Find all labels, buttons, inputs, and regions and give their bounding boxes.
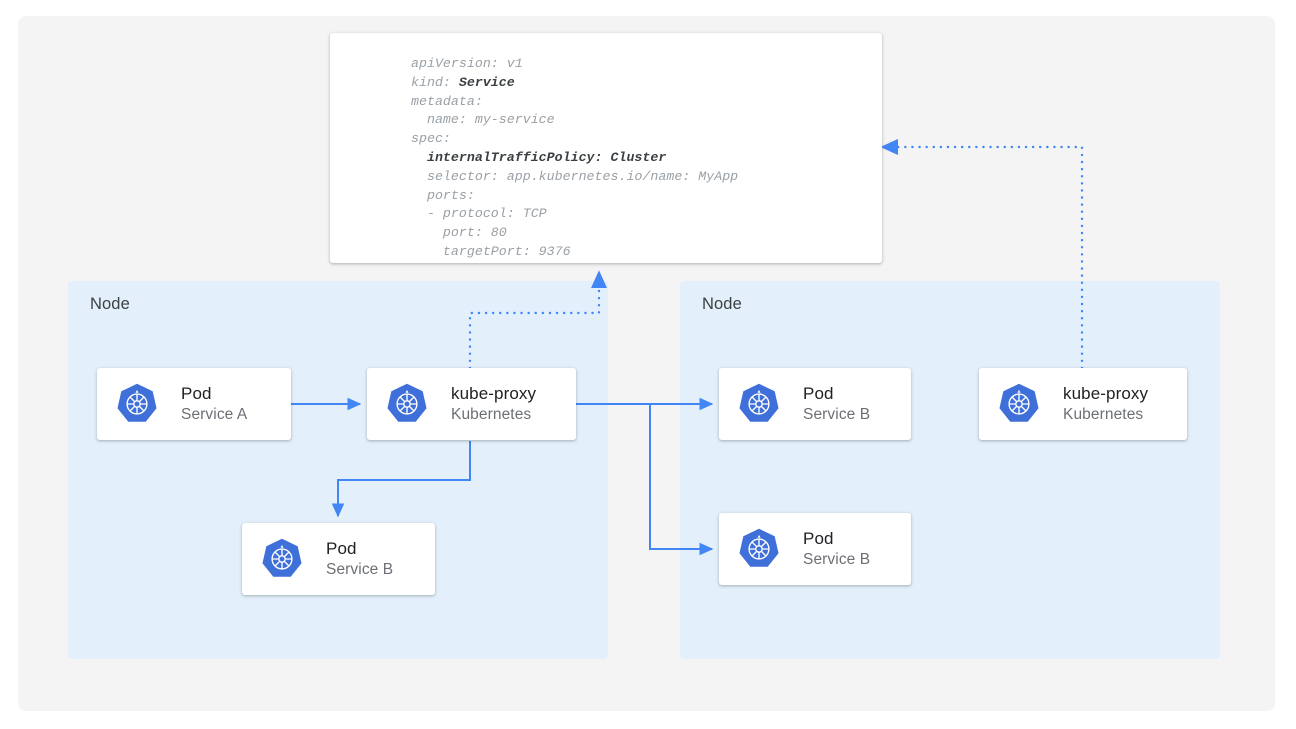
card-title: kube-proxy	[1063, 383, 1149, 403]
node-group-left: Node	[68, 281, 608, 659]
card-pod-service-b-remote-bottom[interactable]: Pod Service B	[719, 513, 911, 585]
kubernetes-icon	[117, 383, 157, 422]
node-label-right: Node	[702, 295, 742, 313]
kubernetes-icon	[739, 528, 779, 567]
card-title: Pod	[803, 528, 834, 548]
card-pod-service-b-local[interactable]: Pod Service B	[242, 523, 435, 595]
card-text: Pod Service B	[326, 538, 393, 581]
card-text: Pod Service B	[803, 383, 870, 426]
card-text: Pod Service B	[803, 528, 870, 571]
card-subtitle: Service B	[326, 560, 394, 578]
kubernetes-icon	[387, 383, 427, 422]
card-subtitle: Kubernetes	[1063, 405, 1144, 423]
kubernetes-icon	[262, 538, 302, 577]
card-text: kube-proxy Kubernetes	[451, 383, 536, 426]
card-text: Pod Service A	[181, 383, 247, 426]
card-pod-service-b-remote-top[interactable]: Pod Service B	[719, 368, 911, 440]
service-spec-panel: apiVersion: v1 kind: Service metadata: n…	[330, 33, 882, 263]
kubernetes-icon	[999, 383, 1039, 422]
card-subtitle: Service B	[803, 405, 871, 423]
card-title: kube-proxy	[451, 383, 537, 403]
card-subtitle: Kubernetes	[451, 405, 532, 423]
node-group-right: Node	[680, 281, 1220, 659]
card-title: Pod	[803, 383, 834, 403]
card-subtitle: Service A	[181, 405, 248, 423]
card-kube-proxy-left[interactable]: kube-proxy Kubernetes	[367, 368, 576, 440]
card-subtitle: Service B	[803, 550, 871, 568]
node-label-left: Node	[90, 295, 130, 313]
card-text: kube-proxy Kubernetes	[1063, 383, 1148, 426]
card-title: Pod	[181, 383, 212, 403]
kubernetes-icon	[739, 383, 779, 422]
card-kube-proxy-right[interactable]: kube-proxy Kubernetes	[979, 368, 1187, 440]
service-spec-code: apiVersion: v1 kind: Service metadata: n…	[411, 56, 739, 259]
card-pod-service-a[interactable]: Pod Service A	[97, 368, 291, 440]
card-title: Pod	[326, 538, 357, 558]
